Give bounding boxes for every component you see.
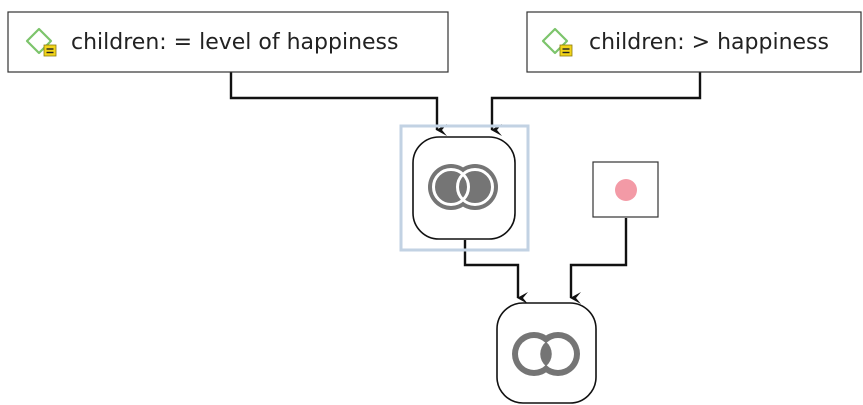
pink-dot-node[interactable] bbox=[592, 161, 659, 218]
concept-node-children-equal-level-of-happiness[interactable]: children: = level of happiness bbox=[7, 11, 449, 73]
venn-merge-icon bbox=[428, 164, 498, 210]
merge-node-lower[interactable] bbox=[496, 302, 597, 404]
edge-children-equal-to-merge-upper bbox=[229, 72, 447, 136]
venn-intersect-icon bbox=[512, 332, 580, 376]
merge-node-upper[interactable] bbox=[399, 124, 530, 252]
edge-layer bbox=[229, 72, 702, 304]
concept-icon bbox=[541, 27, 573, 57]
selection-highlight bbox=[399, 124, 530, 252]
pink-dot-icon bbox=[615, 179, 637, 201]
edge-pink-dot-to-merge-lower bbox=[569, 218, 628, 304]
edge-merge-upper-to-merge-lower bbox=[463, 240, 528, 304]
concept-node-children-greater-happiness[interactable]: children: > happiness bbox=[526, 11, 862, 73]
concept-icon bbox=[25, 27, 57, 57]
concept-label: children: = level of happiness bbox=[71, 30, 398, 55]
concept-label: children: > happiness bbox=[589, 30, 829, 55]
edge-children-greater-to-merge-upper bbox=[490, 72, 702, 136]
